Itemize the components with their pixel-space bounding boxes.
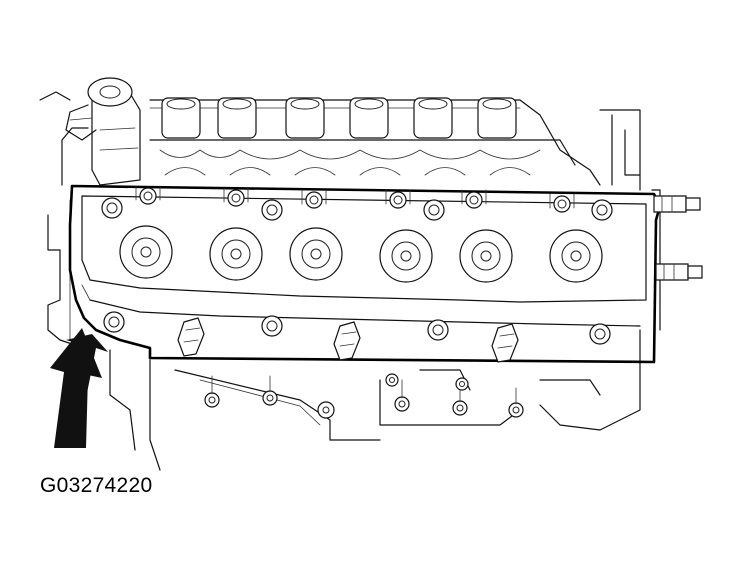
bolt-head: [103, 311, 125, 333]
glow-plugs: [177, 317, 519, 363]
valve-port: [209, 227, 263, 281]
valve-ports: [119, 225, 603, 283]
valve-port: [119, 225, 173, 279]
cam-boss: [217, 97, 257, 139]
bolt-head: [465, 191, 483, 209]
cam-boss: [161, 97, 201, 139]
fuel-pump-housing: [65, 77, 141, 186]
bolt-head: [139, 187, 157, 205]
valve-port: [549, 229, 603, 283]
head-bolts-lower: [103, 311, 611, 345]
bolt-head: [394, 396, 410, 412]
bolt-head: [553, 195, 571, 213]
bolt-head: [423, 199, 445, 221]
bolt-head: [389, 191, 407, 209]
bolt-head: [261, 315, 283, 337]
cam-boss: [413, 97, 453, 139]
bolt-head: [591, 199, 613, 221]
valve-port: [379, 229, 433, 283]
cam-boss: [477, 97, 517, 139]
glow-plug: [333, 321, 361, 361]
bolt-head: [101, 197, 123, 219]
valve-port: [289, 227, 343, 281]
bolt-head: [452, 400, 468, 416]
valve-port: [459, 229, 513, 283]
direction-arrow: [50, 328, 108, 448]
bolt-head: [589, 323, 611, 345]
bolt-head: [261, 199, 283, 221]
bolt-head: [204, 392, 220, 408]
bolt-head: [305, 191, 323, 209]
cam-boss: [349, 97, 389, 139]
bolt-head: [427, 319, 449, 341]
head-bolts-upper: [101, 185, 613, 221]
cam-bosses: [149, 97, 576, 176]
block-bolts: [204, 373, 524, 419]
bolt-head: [262, 390, 278, 406]
right-side-connectors: [653, 195, 703, 281]
figure-code: G03274220: [40, 474, 153, 497]
bolt-head: [455, 377, 469, 391]
cam-boss: [285, 97, 325, 139]
bolt-head: [385, 373, 399, 387]
bolt-head: [317, 401, 335, 419]
glow-plug: [491, 323, 519, 363]
bolt-head: [227, 189, 245, 207]
glow-plug: [177, 317, 205, 357]
bolt-head: [508, 402, 524, 418]
